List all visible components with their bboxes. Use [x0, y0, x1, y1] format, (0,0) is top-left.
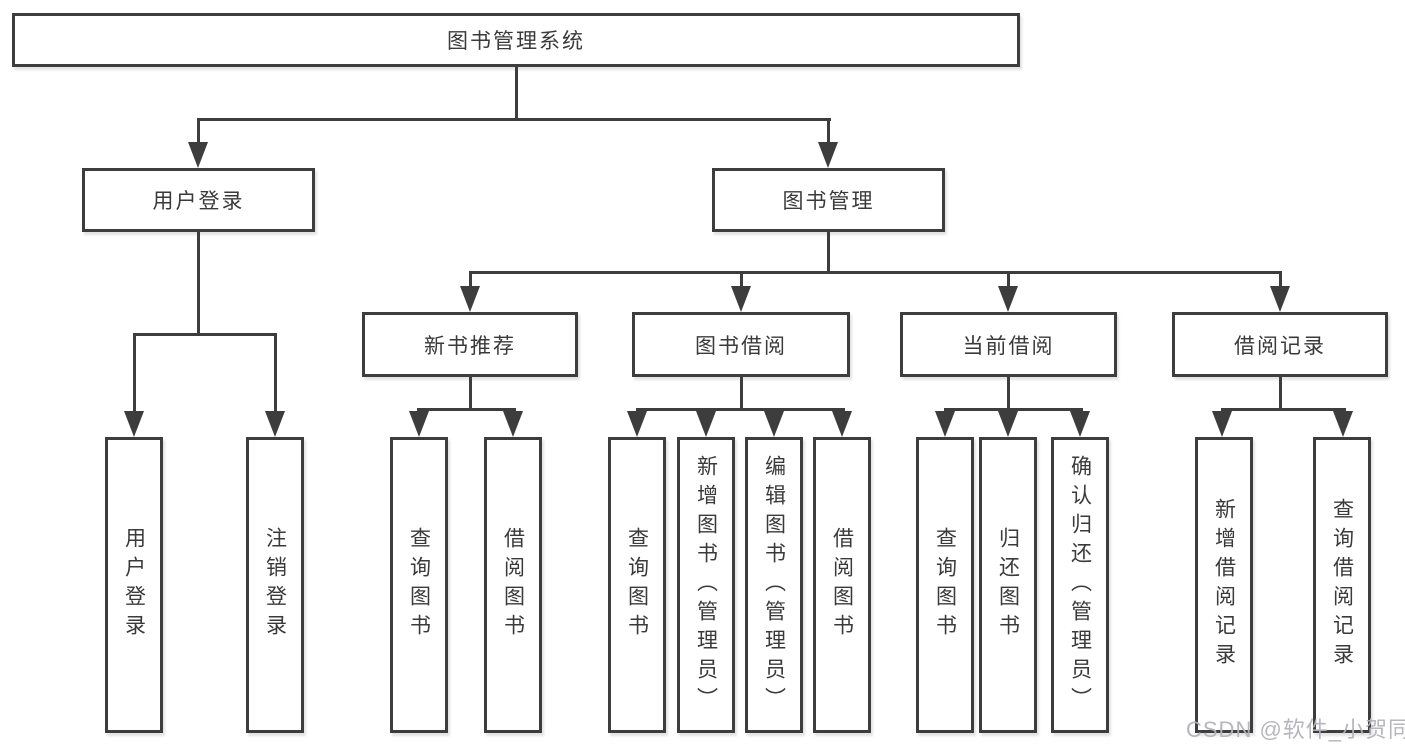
connector-vline [274, 333, 277, 415]
connector-hline [1221, 408, 1346, 411]
connector-hline [469, 271, 1282, 274]
connector-vline [515, 67, 518, 121]
leaf-query-books-recommend: 查询图书 [390, 437, 448, 733]
arrow-down-icon [627, 411, 647, 437]
leaf-query-borrow-record-label: 查询借阅记录 [1330, 498, 1354, 672]
arrow-down-icon [818, 142, 838, 168]
leaf-return-books-label: 归还图书 [996, 527, 1020, 643]
node-user-login-label: 用户登录 [152, 190, 245, 213]
connector-vline [740, 377, 743, 411]
leaf-add-borrow-record-label: 新增借阅记录 [1212, 498, 1236, 672]
leaf-logout: 注销登录 [246, 437, 304, 733]
connector-vline [197, 232, 200, 336]
leaf-borrow-books: 借阅图书 [813, 437, 871, 733]
node-book-borrowing-label: 图书借阅 [695, 334, 787, 358]
node-borrowing-records-label: 借阅记录 [1234, 334, 1326, 358]
connector-vline [133, 333, 136, 415]
node-library-system: 图书管理系统 [12, 13, 1020, 67]
arrow-down-icon [409, 411, 429, 437]
connector-vline [1279, 271, 1282, 287]
leaf-query-borrow-record: 查询借阅记录 [1313, 437, 1371, 733]
node-library-system-label: 图书管理系统 [447, 30, 585, 53]
node-new-book-recommendation: 新书推荐 [362, 312, 578, 377]
arrow-down-icon [265, 411, 285, 437]
arrow-down-icon [764, 411, 784, 437]
leaf-edit-book-admin-label: 编辑图书（管理员） [762, 454, 786, 716]
watermark-text: CSDN @软件_小贺同学 [1186, 717, 1405, 742]
leaf-query-books-current: 查询图书 [916, 437, 974, 733]
arrow-down-icon [998, 286, 1018, 312]
arrow-down-icon [696, 411, 716, 437]
leaf-query-books-current-label: 查询图书 [933, 527, 957, 643]
connector-hline [636, 408, 845, 411]
connector-hline [944, 408, 1083, 411]
connector-vline [1279, 377, 1282, 411]
arrow-down-icon [1333, 411, 1353, 437]
leaf-borrow-books-recommend-label: 借阅图书 [501, 527, 525, 643]
connector-vline [469, 271, 472, 287]
arrow-down-icon [124, 411, 144, 437]
arrow-down-icon [731, 286, 751, 312]
leaf-confirm-return-admin: 确认归还（管理员） [1051, 437, 1109, 733]
arrow-down-icon [832, 411, 852, 437]
leaf-add-borrow-record: 新增借阅记录 [1195, 437, 1253, 733]
connector-vline [1007, 271, 1010, 287]
node-current-borrowing: 当前借阅 [900, 312, 1117, 377]
connector-vline [1007, 377, 1010, 411]
arrow-down-icon [503, 411, 523, 437]
leaf-query-books-borrow-label: 查询图书 [625, 527, 649, 643]
node-current-borrowing-label: 当前借阅 [962, 334, 1055, 358]
leaf-user-login-label: 用户登录 [122, 527, 146, 643]
arrow-down-icon [998, 411, 1018, 437]
arrow-down-icon [188, 142, 208, 168]
arrow-down-icon [1070, 411, 1090, 437]
leaf-query-books-recommend-label: 查询图书 [407, 527, 431, 643]
connector-vline [827, 232, 830, 274]
arrow-down-icon [935, 411, 955, 437]
leaf-edit-book-admin: 编辑图书（管理员） [745, 437, 803, 733]
leaf-query-books-borrow: 查询图书 [608, 437, 666, 733]
connector-hline [417, 408, 516, 411]
leaf-borrow-books-label: 借阅图书 [830, 527, 854, 643]
leaf-add-book-admin-label: 新增图书（管理员） [694, 454, 718, 716]
node-user-login: 用户登录 [82, 168, 315, 232]
leaf-borrow-books-recommend: 借阅图书 [484, 437, 542, 733]
leaf-user-login: 用户登录 [105, 437, 163, 733]
connector-vline [740, 271, 743, 287]
leaf-confirm-return-admin-label: 确认归还（管理员） [1068, 454, 1092, 716]
connector-vline [827, 118, 830, 146]
connector-vline [469, 377, 472, 411]
node-borrowing-records: 借阅记录 [1172, 312, 1388, 377]
node-new-book-recommendation-label: 新书推荐 [424, 334, 516, 358]
connector-vline [197, 118, 200, 146]
node-book-borrowing: 图书借阅 [632, 312, 850, 377]
arrow-down-icon [460, 286, 480, 312]
node-book-management: 图书管理 [712, 168, 945, 232]
node-book-management-label: 图书管理 [782, 190, 875, 213]
leaf-add-book-admin: 新增图书（管理员） [677, 437, 735, 733]
arrow-down-icon [1270, 286, 1290, 312]
connector-hline [133, 333, 277, 336]
leaf-logout-label: 注销登录 [263, 527, 287, 643]
arrow-down-icon [1212, 411, 1232, 437]
connector-hline [197, 118, 831, 121]
leaf-return-books: 归还图书 [979, 437, 1037, 733]
